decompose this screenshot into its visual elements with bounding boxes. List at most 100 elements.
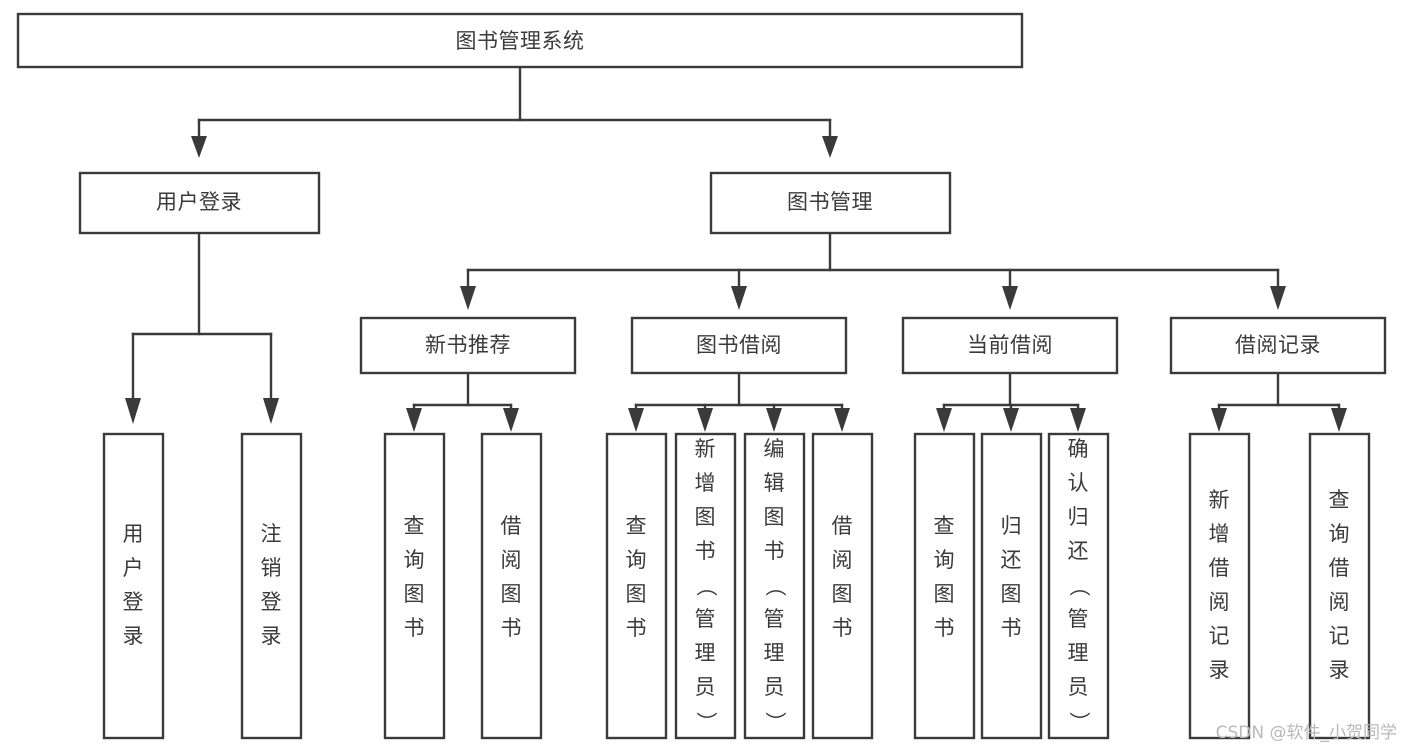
node-book-management-box[interactable] <box>709 171 952 235</box>
svg-text:户: 户 <box>123 556 144 580</box>
node-root-box[interactable] <box>16 12 1024 69</box>
leaf-node-return-book-box[interactable] <box>980 432 1043 740</box>
svg-text:询: 询 <box>934 548 955 572</box>
leaf-node-confirm-return-box[interactable] <box>1047 432 1110 740</box>
node-borrow-record-label: 借阅记录 <box>1235 333 1321 357</box>
leaf-node-borrow-book-recommend-box[interactable] <box>480 432 543 740</box>
arrow-head-leaf-edit-book <box>766 408 782 432</box>
node-book-management[interactable]: 图书管理 <box>709 171 952 235</box>
node-user-login-label: 用户登录 <box>156 190 242 214</box>
svg-text:理: 理 <box>1068 641 1089 665</box>
svg-text:询: 询 <box>1329 522 1350 546</box>
arrow-head-book-borrow <box>731 286 747 310</box>
svg-text:查: 查 <box>626 514 647 538</box>
svg-text:（: （ <box>694 576 718 597</box>
node-user-login[interactable]: 用户登录 <box>78 171 321 235</box>
svg-text:书: 书 <box>501 616 522 640</box>
svg-text:录: 录 <box>1329 658 1350 682</box>
svg-text:归: 归 <box>1068 505 1089 529</box>
leaf-node-add-book-box[interactable] <box>674 432 737 740</box>
arrow-head-new-book-recommend <box>460 286 476 310</box>
arrow-head-borrow-record <box>1270 286 1286 310</box>
arrow-head-user-login <box>191 136 207 158</box>
leaf-node-user-login[interactable]: 用户登录 <box>102 432 165 740</box>
svg-text:员: 员 <box>1068 675 1089 699</box>
svg-text:归: 归 <box>1001 514 1022 538</box>
node-user-login-box[interactable] <box>78 171 321 235</box>
svg-text:录: 录 <box>1209 658 1230 682</box>
arrow-head-leaf-query-book-2 <box>628 408 644 432</box>
svg-text:记: 记 <box>1329 624 1350 648</box>
svg-text:管: 管 <box>764 607 785 631</box>
leaf-node-query-borrow-record-box[interactable] <box>1308 432 1371 740</box>
svg-text:书: 书 <box>764 539 785 563</box>
svg-text:阅: 阅 <box>1209 590 1230 614</box>
node-borrow-record-box[interactable] <box>1169 316 1387 375</box>
leaf-node-edit-book-box[interactable] <box>743 432 806 740</box>
arrow-head-leaf-confirm-return <box>1070 408 1086 432</box>
svg-text:管: 管 <box>1068 607 1089 631</box>
arrow-head-leaf-borrow-book-1 <box>503 408 519 432</box>
arrow-head-leaf-add-book <box>697 408 713 432</box>
svg-text:）: ） <box>694 712 718 733</box>
svg-text:书: 书 <box>404 616 425 640</box>
arrow-head-leaf-return-book <box>1003 408 1019 432</box>
svg-text:辑: 辑 <box>764 471 785 495</box>
leaf-node-query-book-current-box[interactable] <box>913 432 976 740</box>
svg-text:询: 询 <box>404 548 425 572</box>
arrow-head-leaf-borrow-book-2 <box>834 408 850 432</box>
node-new-book-recommend-label: 新书推荐 <box>425 333 511 357</box>
node-book-borrow[interactable]: 图书借阅 <box>630 316 848 375</box>
node-new-book-recommend[interactable]: 新书推荐 <box>359 316 577 375</box>
svg-text:录: 录 <box>261 624 282 648</box>
svg-text:查: 查 <box>1329 488 1350 512</box>
node-current-borrow-box[interactable] <box>901 316 1119 375</box>
node-new-book-recommend-box[interactable] <box>359 316 577 375</box>
svg-text:注: 注 <box>261 522 282 546</box>
leaf-node-logout-box[interactable] <box>240 432 303 740</box>
arrow-head-leaf-query-book-3 <box>936 408 952 432</box>
node-borrow-record[interactable]: 借阅记录 <box>1169 316 1387 375</box>
arrow-head-current-borrow <box>1002 286 1018 310</box>
leaf-node-user-login-box[interactable] <box>102 432 165 740</box>
leaf-node-add-borrow-record-box[interactable] <box>1188 432 1251 740</box>
svg-text:阅: 阅 <box>832 548 853 572</box>
connector-layer <box>125 65 1347 432</box>
leaf-node-user-login-label: 用户登录 <box>123 522 144 648</box>
svg-text:图: 图 <box>404 582 425 606</box>
svg-text:员: 员 <box>764 675 785 699</box>
node-current-borrow[interactable]: 当前借阅 <box>901 316 1119 375</box>
leaf-node-query-book-borrow-box[interactable] <box>605 432 668 740</box>
svg-text:员: 员 <box>695 675 716 699</box>
node-book-borrow-box[interactable] <box>630 316 848 375</box>
svg-text:新: 新 <box>1209 488 1230 512</box>
svg-text:登: 登 <box>261 590 282 614</box>
svg-text:录: 录 <box>123 624 144 648</box>
svg-text:图: 图 <box>934 582 955 606</box>
node-root[interactable]: 图书管理系统 <box>16 12 1024 69</box>
leaf-node-query-book-recommend-box[interactable] <box>383 432 446 740</box>
arrow-head-book-mgmt <box>822 136 838 158</box>
svg-text:查: 查 <box>404 514 425 538</box>
leaf-node-borrow-book-box[interactable] <box>811 432 874 740</box>
